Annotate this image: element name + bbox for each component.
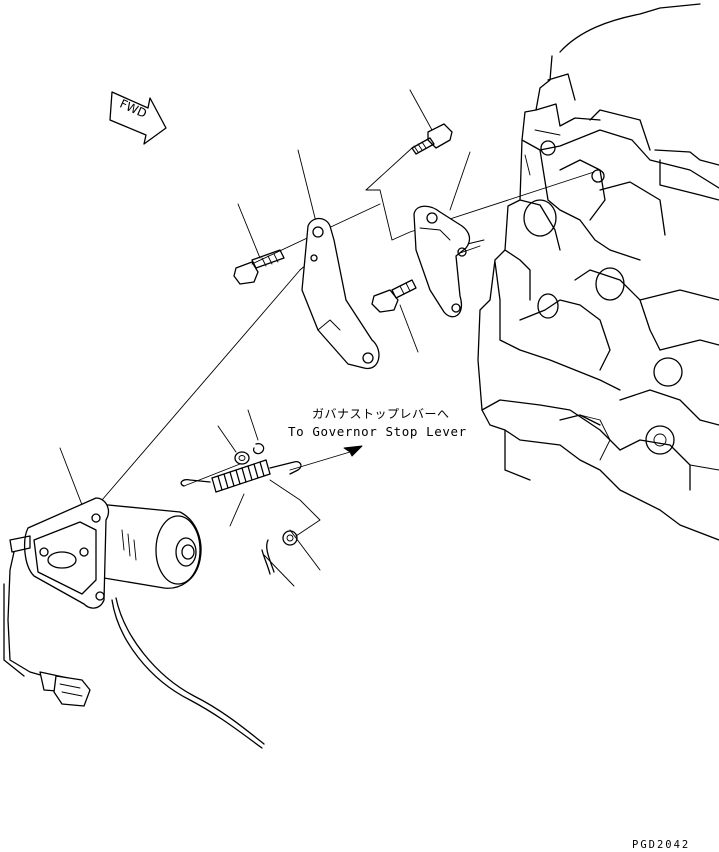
drawing-code: PGD2042 [632,839,690,851]
callout-japanese: ガバナストップレバーへ [312,407,450,421]
actuator-motor [9,497,202,609]
bracket-right [413,205,471,318]
connector-plug-icon [39,671,91,707]
fwd-arrow-icon: FWD [109,91,167,145]
wire-harness [3,551,265,749]
callout-english: To Governor Stop Lever [288,424,467,439]
engine-block [477,3,719,541]
bolt-left [233,249,285,285]
washers [234,442,298,546]
bracket-left [301,217,380,370]
bolt-top [411,123,453,155]
fwd-label: FWD [118,97,149,121]
bolt-middle [371,279,417,313]
spring-rod [180,459,302,575]
leader-lines [59,89,595,587]
